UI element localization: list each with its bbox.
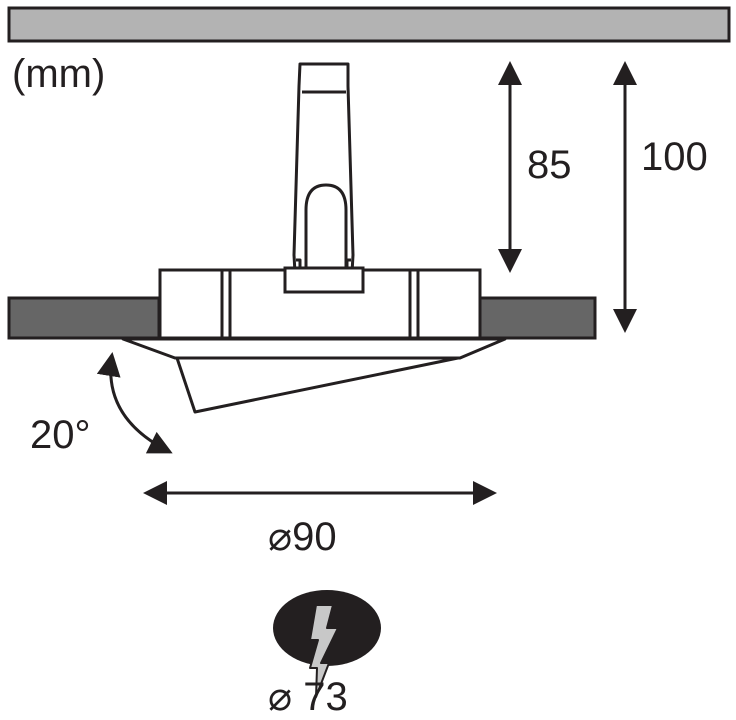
ceiling-slab xyxy=(7,6,731,43)
cutout-diameter-label: ⌀ 73 xyxy=(268,675,348,719)
spring-clip xyxy=(292,62,355,275)
height-100-label: 100 xyxy=(641,135,708,179)
tilted-trim xyxy=(121,337,507,414)
tilt-angle-label: 20° xyxy=(30,413,91,457)
ceiling-panel-right xyxy=(478,296,597,340)
diameter-90-label: ⌀90 xyxy=(268,515,337,559)
tilt-arc-arrow xyxy=(96,352,173,454)
lightning-bolt-icon xyxy=(309,604,339,698)
housing-body xyxy=(158,266,482,340)
ceiling-panel-left xyxy=(7,296,161,340)
units-label: (mm) xyxy=(12,52,105,96)
height-85-label: 85 xyxy=(527,143,572,187)
cutout-symbol xyxy=(273,590,381,698)
